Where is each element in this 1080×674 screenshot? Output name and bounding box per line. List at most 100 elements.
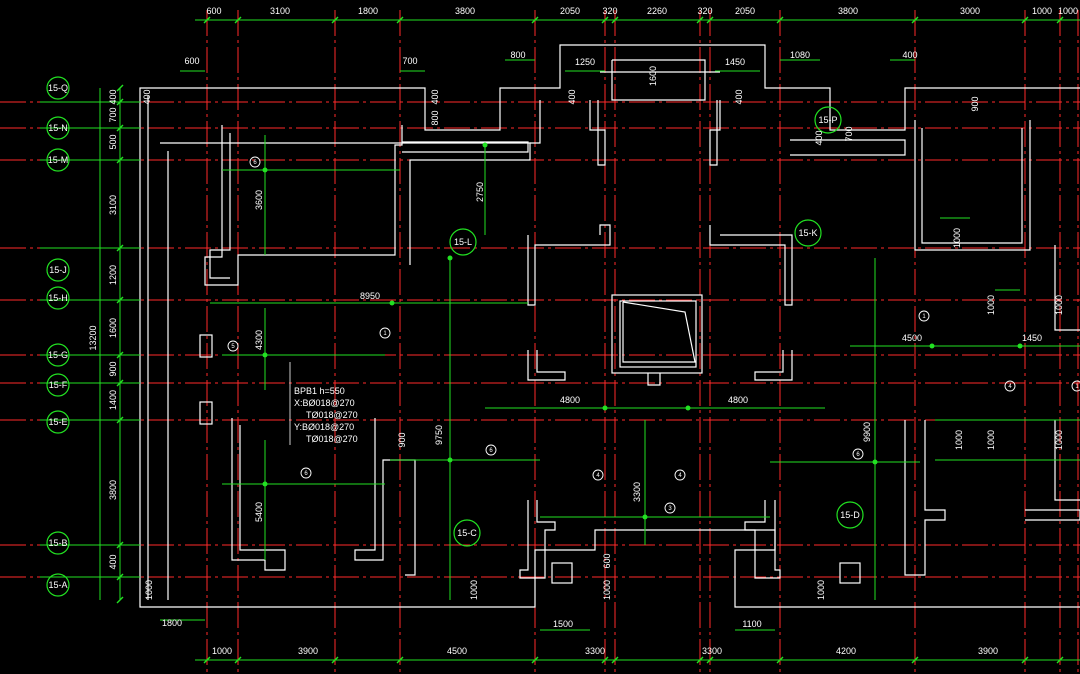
dimension-tick <box>911 656 919 664</box>
dim-1000i: 1000 <box>816 580 826 600</box>
dimension-tick <box>696 16 704 24</box>
shaft-inner <box>619 300 697 368</box>
axis-label-c: 15-C <box>457 528 477 538</box>
dim-1000f: 1000 <box>1054 430 1064 450</box>
slab-note-line2: TØ018@270 <box>306 410 358 420</box>
dim-bottom-0: 1000 <box>212 646 232 656</box>
dim-1100: 1100 <box>742 619 761 629</box>
slab-mark-label: 4 <box>678 473 682 479</box>
axis-bubble <box>46 258 70 282</box>
dim-4300: 4300 <box>254 330 264 350</box>
dim-400b: 400 <box>142 89 152 104</box>
core-wall <box>527 350 566 381</box>
dimension-tick <box>1056 656 1064 664</box>
axis-label-m: 15-M <box>48 155 69 165</box>
axis-label-b: 15-B <box>48 538 67 548</box>
dimension-tick <box>331 656 339 664</box>
dim-600: 600 <box>184 56 199 66</box>
slab-mark <box>1004 380 1016 392</box>
slab-mark-label: 5 <box>231 344 235 350</box>
column <box>551 562 573 584</box>
dim-bottom-1: 3900 <box>298 646 318 656</box>
dim-1000h: 1000 <box>602 580 612 600</box>
dim-bottom-2: 4500 <box>447 646 467 656</box>
dim-900b: 900 <box>397 432 407 447</box>
dim-4800b: 4800 <box>728 395 748 405</box>
dim-left-1: 700 <box>108 107 118 122</box>
dimension-dots <box>262 142 1023 520</box>
dim-left-0: 400 <box>108 89 118 104</box>
dimension-tick <box>706 16 714 24</box>
left-dimension-texts: 400 700 500 3100 1200 1600 900 1400 3800… <box>88 89 154 600</box>
dimension-tick <box>706 656 714 664</box>
dim-900: 900 <box>970 96 980 111</box>
dim-700b: 700 <box>844 126 854 141</box>
dim-top-8: 2050 <box>735 6 755 16</box>
slab-mark <box>300 467 312 479</box>
axis-label-q: 15-Q <box>48 83 68 93</box>
balcony <box>402 141 529 153</box>
axis-bubble <box>46 76 70 100</box>
shaft-base <box>647 373 661 386</box>
slab-note-line1: X:BØ018@270 <box>294 398 355 408</box>
dim-5400: 5400 <box>254 502 264 522</box>
core-wall <box>754 350 793 381</box>
slab-mark <box>249 156 261 168</box>
wall-right-4 <box>1054 245 1080 331</box>
axis-bubble <box>449 228 477 256</box>
dim-1080: 1080 <box>790 50 810 60</box>
dim-top-6: 2260 <box>647 6 667 16</box>
axis-label-k: 15-K <box>798 228 817 238</box>
dim-600b: 600 <box>602 553 612 568</box>
outer-boundary <box>139 87 1080 608</box>
dim-left-total: 13200 <box>88 325 98 350</box>
slab-mark <box>1071 380 1080 392</box>
slab-mark <box>227 340 239 352</box>
dimension-tick <box>116 573 124 581</box>
axis-bubble <box>814 106 842 134</box>
dim-top-12: 1000 <box>1058 6 1078 16</box>
dimension-tick <box>116 156 124 164</box>
core-wall <box>527 224 611 306</box>
dimension-tick <box>531 656 539 664</box>
dim-bottom-5: 4200 <box>836 646 856 656</box>
dimension-tick <box>601 656 609 664</box>
dimension-tick <box>696 656 704 664</box>
slab-note: BPB1 h=550 X:BØ018@270 TØ018@270 Y:BØ018… <box>294 386 358 444</box>
dim-1000e: 1000 <box>986 430 996 450</box>
dim-400f: 400 <box>814 130 824 145</box>
dim-9900: 9900 <box>862 422 872 442</box>
dimension-tick <box>611 656 619 664</box>
axis-label-n: 15-N <box>48 123 68 133</box>
dimension-tick <box>116 98 124 106</box>
dimension-tick <box>234 656 242 664</box>
top-dimension-texts: 600 3100 1800 3800 2050 320 2260 320 205… <box>206 6 1078 16</box>
slab-mark <box>918 310 930 322</box>
dim-top-9: 3800 <box>838 6 858 16</box>
dim-800a: 800 <box>510 50 525 60</box>
column <box>839 562 861 584</box>
dim-left-2: 500 <box>108 134 118 149</box>
dim-left-9: 400 <box>108 554 118 569</box>
axis-bubble <box>46 573 70 597</box>
dimension-tick <box>601 16 609 24</box>
slab-mark <box>485 444 497 456</box>
axis-label-f: 15-F <box>49 380 68 390</box>
column <box>199 401 213 425</box>
dimension-tick <box>611 16 619 24</box>
dim-3600: 3600 <box>254 190 264 210</box>
balcony <box>790 139 906 156</box>
dim-top-2: 1800 <box>358 6 378 16</box>
wall-right-2 <box>914 120 1031 251</box>
axis-bubble-labels: 15-Q 15-N 15-M 15-J 15-H 15-G 15-F 15-E … <box>48 83 861 590</box>
dim-left-6: 900 <box>108 361 118 376</box>
slab-mark-label: 3 <box>668 506 672 512</box>
dim-400a: 400 <box>902 50 917 60</box>
dim-top-3: 3800 <box>455 6 475 16</box>
room-outline <box>204 125 403 286</box>
dim-left-3: 3100 <box>108 195 118 215</box>
dim-bottom-6: 3900 <box>978 646 998 656</box>
interior-dimension-texts: 600 700 800 1250 1600 1450 1080 400 900 … <box>142 50 1064 629</box>
dim-bottom-3: 3300 <box>585 646 605 656</box>
